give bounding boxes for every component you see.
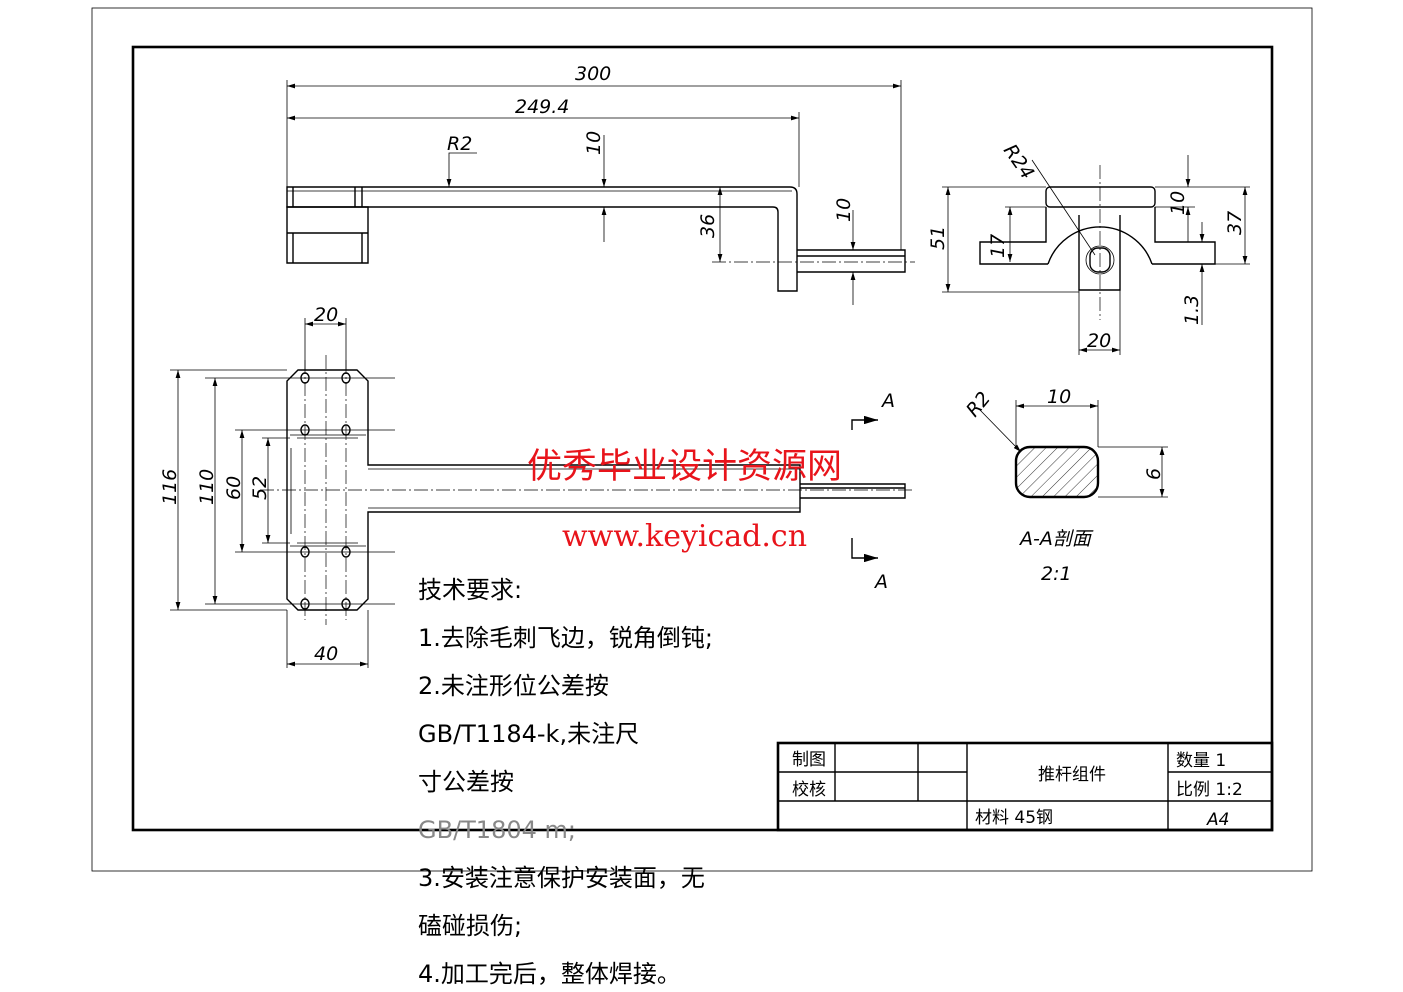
dim-116: 116 [159, 469, 181, 505]
section-mark-bottom: A [873, 571, 888, 593]
dim-52: 52 [249, 476, 271, 500]
watermark-url: www.keyicad.cn [562, 519, 807, 554]
front-view: 300 249.4 R2 10 36 10 [286, 63, 915, 305]
dim-10-section: 10 [1047, 386, 1071, 408]
dim-110: 110 [196, 469, 218, 505]
section-title: A-A剖面 [1018, 528, 1094, 550]
mounting-holes [300, 372, 351, 610]
dim-20-plan: 20 [314, 304, 338, 326]
dim-r24: R24 [999, 140, 1038, 183]
dim-37: 37 [1224, 211, 1246, 235]
material: 材料 45钢 [975, 808, 1053, 828]
watermark-cn: 优秀毕业设计资源网 [527, 447, 842, 487]
section-a-a: 10 6 R2 A-A剖面 2:1 [962, 386, 1168, 585]
req-line: GB/T1184-k,未注尺 [418, 720, 639, 748]
plan-view: 20 40 116 110 60 52 A A [159, 304, 915, 668]
quantity: 数量 1 [1176, 751, 1226, 771]
section-mark-top: A [880, 390, 895, 412]
dim-249-4: 249.4 [515, 96, 569, 118]
req-line: 磕碰损伤; [418, 912, 522, 940]
req-line: 寸公差按 [418, 768, 514, 796]
dim-40: 40 [314, 643, 338, 665]
dim-60: 60 [223, 476, 245, 500]
dim-10-side: 10 [1167, 191, 1189, 215]
dim-51: 51 [927, 226, 949, 250]
req-heading: 技术要求: [418, 576, 522, 604]
req-line: 3.安装注意保护安装面，无 [418, 864, 705, 892]
dim-10-thickness: 10 [583, 131, 605, 155]
technical-requirements: 技术要求: 1.去除毛刺飞边，锐角倒钝; 2.未注形位公差按 GB/T1184-… [418, 576, 713, 988]
dim-r2: R2 [447, 133, 472, 155]
dim-1-3: 1.3 [1181, 295, 1203, 325]
checked-by-label: 校核 [792, 780, 826, 800]
inner-frame [131, 45, 1274, 832]
dim-10-pin: 10 [833, 198, 855, 222]
side-view: R24 51 17 10 37 1.3 20 [927, 140, 1250, 355]
req-line: 1.去除毛刺飞边，锐角倒钝; [418, 624, 713, 652]
title-block: 制图 校核 推杆组件 数量 1 比例 1:2 材料 45钢 A4 [776, 741, 1274, 832]
req-line: 2.未注形位公差按 [418, 672, 609, 700]
part-name: 推杆组件 [1038, 765, 1106, 785]
dim-17: 17 [987, 234, 1009, 258]
req-line: GB/T1804 m; [418, 816, 576, 844]
section-scale: 2:1 [1041, 563, 1072, 585]
dim-6: 6 [1143, 468, 1165, 480]
sheet-size: A4 [1206, 810, 1229, 830]
dim-r2-section: R2 [962, 388, 995, 422]
outer-border [91, 7, 1313, 872]
dim-300: 300 [575, 63, 611, 85]
dim-36: 36 [697, 214, 719, 238]
scale: 比例 1:2 [1176, 780, 1243, 800]
drawn-by-label: 制图 [792, 750, 826, 770]
req-line: 4.加工完后，整体焊接。 [418, 960, 681, 988]
dim-20-side: 20 [1087, 330, 1111, 352]
